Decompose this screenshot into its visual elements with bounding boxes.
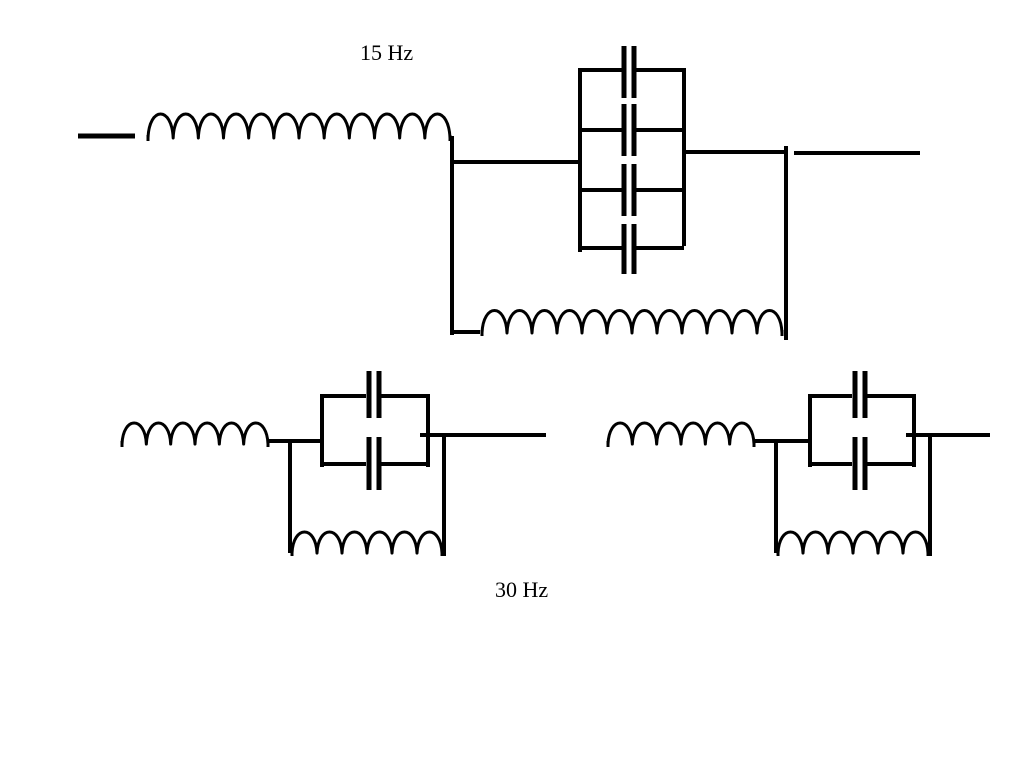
bottom-left-series-inductor (120, 421, 270, 447)
bottom-right-circuit (606, 371, 990, 556)
top-capacitor-bank (578, 46, 686, 274)
coil-top-shunt-path (480, 309, 784, 335)
bottom-left-shunt-inductor (290, 530, 444, 556)
label-15hz: 15 Hz (360, 40, 414, 65)
bottom-left-capacitor-pair (320, 371, 430, 490)
bottom-right-series-inductor (606, 421, 756, 447)
coil-top-series-path (146, 112, 452, 140)
top-shunt-inductor (480, 309, 784, 336)
coil-br-series-path (606, 421, 756, 446)
top-circuit (78, 46, 920, 340)
top-series-inductor (146, 112, 452, 141)
coil-bl-shunt-path (290, 530, 444, 555)
label-30hz: 30 Hz (495, 577, 549, 602)
coil-br-shunt-path (776, 530, 930, 555)
bottom-right-shunt-inductor (776, 530, 930, 556)
coil-bl-series-path (120, 421, 270, 446)
bottom-left-circuit (120, 371, 546, 556)
bottom-right-capacitor-pair (808, 371, 916, 490)
